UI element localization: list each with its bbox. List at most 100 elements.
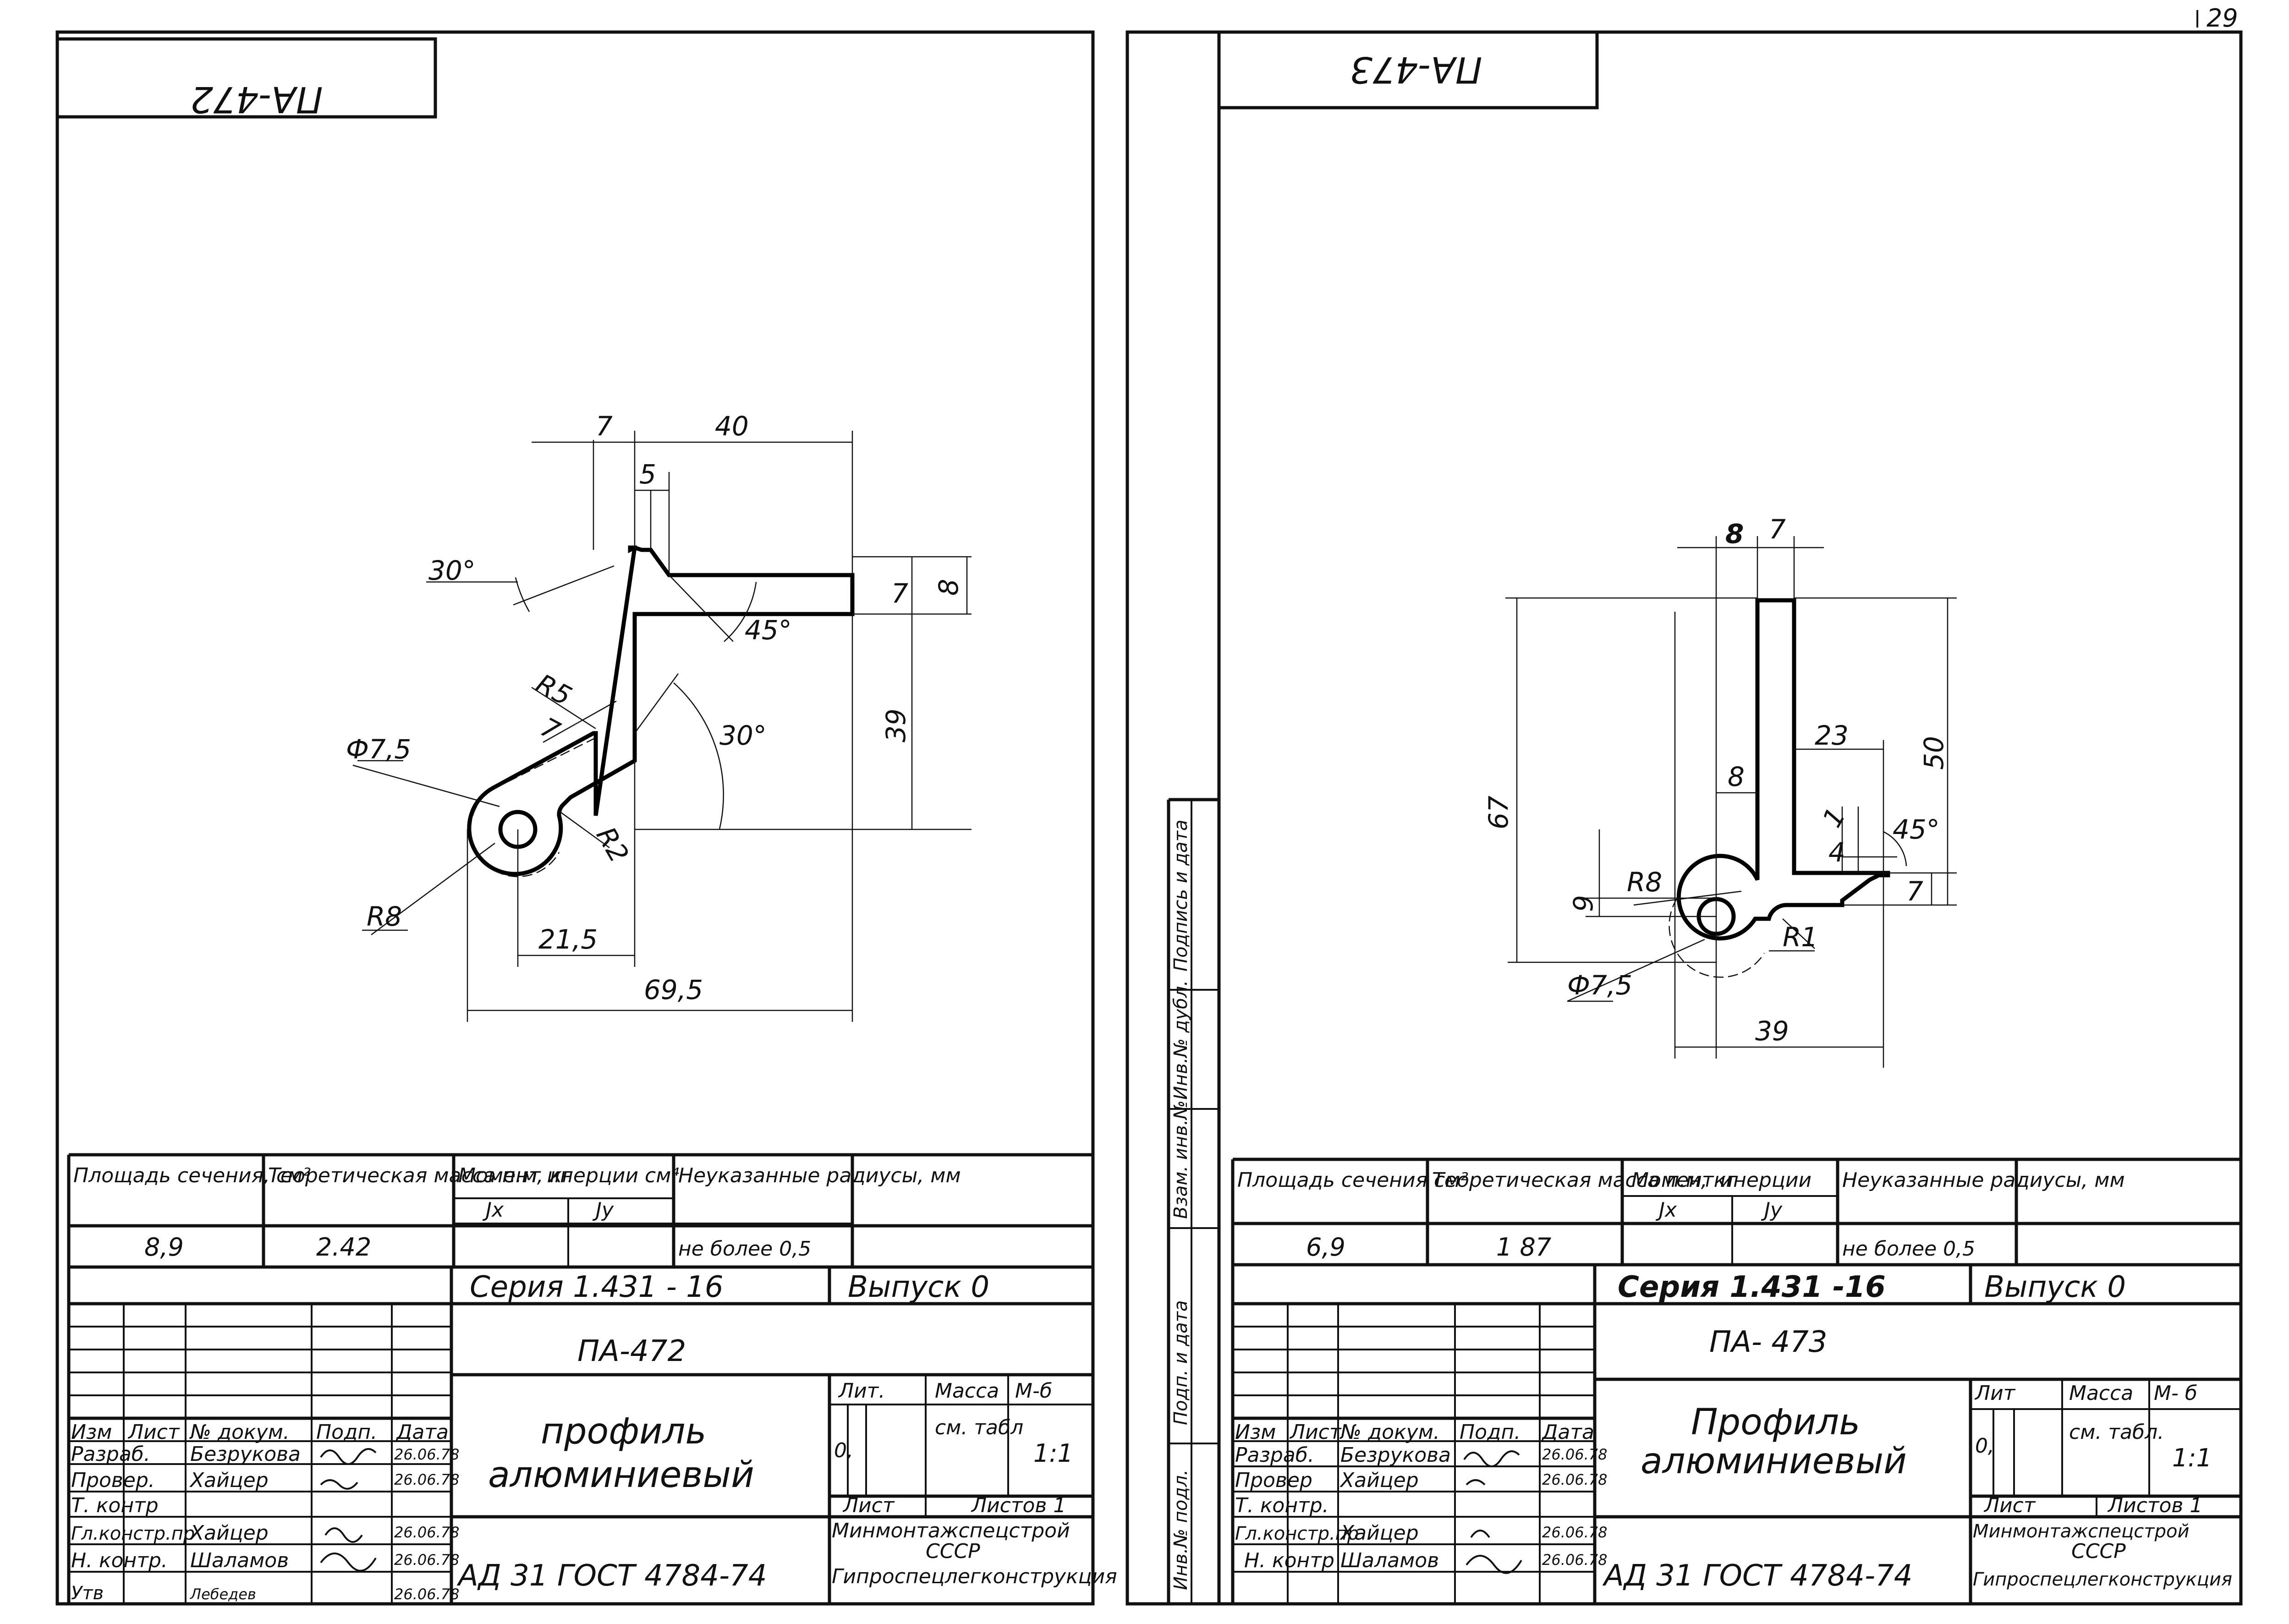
- svg-text:26.06.78: 26.06.78: [1542, 1524, 1608, 1541]
- svg-text:26.06.78: 26.06.78: [1542, 1471, 1608, 1488]
- page-number: 29: [2207, 4, 2238, 33]
- svg-text:Хайцер: Хайцер: [1339, 1469, 1419, 1492]
- svg-text:Хайцер: Хайцер: [189, 1469, 269, 1492]
- svg-text:Площадь сечения см²: Площадь сечения см²: [1237, 1169, 1468, 1192]
- dim-7b: 7: [891, 578, 908, 609]
- right-corner-tag-box: [1217, 30, 1599, 110]
- svg-text:7: 7: [1769, 514, 1786, 545]
- right-frame: [1125, 30, 2243, 1606]
- svg-text:45°: 45°: [1893, 814, 1940, 845]
- issue: Выпуск 0: [848, 1270, 989, 1304]
- svg-text:26.06.78: 26.06.78: [394, 1586, 460, 1603]
- dim-39: 39: [880, 708, 911, 742]
- left-title-text: Серия 1.431 - 16 Выпуск 0 ПА-472 профиль…: [71, 1270, 1117, 1604]
- svg-text:Шаламов: Шаламов: [1340, 1549, 1439, 1572]
- material: АД 31 ГОСТ 4784-74: [456, 1559, 767, 1593]
- left-corner-tag: ПА-472: [190, 78, 323, 120]
- right-dimension-labels: 8 7 67 23 50 8 1 4 45° 7 9 R8 R1 Ф7,5 39: [1483, 514, 1949, 1047]
- svg-text:6,9: 6,9: [1306, 1233, 1345, 1262]
- right-title-block: [1127, 1265, 2241, 1606]
- svg-text:Лит: Лит: [1974, 1382, 2016, 1405]
- dim-21-5: 21,5: [538, 924, 598, 955]
- name-line2: алюминиевый: [488, 1454, 754, 1496]
- left-properties-table: [67, 1153, 1093, 1604]
- svg-text:Масса: Масса: [2069, 1382, 2133, 1405]
- dim-69-5: 69,5: [644, 974, 703, 1005]
- svg-text:67: 67: [1483, 796, 1514, 829]
- svg-text:Ф7,5: Ф7,5: [1567, 970, 1632, 1001]
- svg-text:39: 39: [1755, 1015, 1789, 1047]
- lit-v: 0,: [834, 1439, 853, 1462]
- left-dimension-labels: 7 40 5 30° 7 8 45° 39 R5 7 30° Ф7,5 R2 R…: [346, 411, 964, 1005]
- svg-text:Инв.№ дубл.: Инв.№ дубл.: [1170, 980, 1191, 1100]
- svg-text:Изм: Изм: [71, 1421, 112, 1444]
- svg-text:Гипроспецлегконструкция: Гипроспецлегконструкция: [1973, 1569, 2232, 1590]
- svg-text:№ докум.: № докум.: [189, 1421, 290, 1444]
- svg-text:Серия 1.431 -16: Серия 1.431 -16: [1618, 1270, 1886, 1304]
- dim-5: 5: [639, 459, 656, 490]
- svg-text:№ докум.: № докум.: [1339, 1421, 1440, 1444]
- right-dimensions: [1505, 536, 1957, 1068]
- dim-R8: R8: [367, 901, 402, 932]
- svg-text:26.06.78: 26.06.78: [394, 1471, 460, 1488]
- svg-text:Провер: Провер: [1235, 1469, 1312, 1492]
- name-line1: профиль: [541, 1411, 706, 1452]
- svg-text:50: 50: [1918, 736, 1949, 770]
- jy-label: Jy: [592, 1198, 614, 1222]
- left-frame: [55, 30, 1095, 1606]
- jx-label: Jx: [482, 1198, 504, 1222]
- org2: СССР: [926, 1540, 980, 1563]
- svg-text:см. табл.: см. табл.: [2069, 1421, 2164, 1444]
- svg-text:Хайцер: Хайцер: [1339, 1521, 1419, 1545]
- right-profile-outline: [1676, 598, 1890, 941]
- svg-text:Безрукова: Безрукова: [190, 1443, 301, 1466]
- radii-value: не более 0,5: [678, 1237, 811, 1261]
- svg-text:Т. контр: Т. контр: [71, 1494, 159, 1517]
- svg-text:Лист: Лист: [127, 1421, 180, 1444]
- org1: Минмонтажспецстрой: [832, 1519, 1070, 1542]
- svg-text:Дата: Дата: [395, 1421, 449, 1444]
- svg-text:1:1: 1:1: [2172, 1443, 2212, 1472]
- svg-text:Лист: Лист: [1289, 1421, 1342, 1444]
- svg-text:Разраб.: Разраб.: [1235, 1443, 1314, 1467]
- left-profile-dash-2: [494, 737, 596, 789]
- svg-text:1: 1: [1816, 802, 1851, 833]
- svg-text:Выпуск 0: Выпуск 0: [1984, 1270, 2126, 1304]
- dim-R2: R2: [590, 822, 635, 868]
- right-profile-hole-dash: [1669, 898, 1765, 978]
- svg-text:0,: 0,: [1975, 1434, 1994, 1458]
- svg-text:алюминиевый: алюминиевый: [1641, 1441, 1907, 1482]
- svg-text:Подп.: Подп.: [1460, 1421, 1521, 1444]
- svg-text:Подпись и дата: Подпись и дата: [1170, 820, 1191, 971]
- svg-text:Минмонтажспецстрой: Минмонтажспецстрой: [1973, 1521, 2189, 1542]
- inertia-label: Момент инерции см⁴: [458, 1164, 679, 1187]
- svg-text:не более 0,5: не более 0,5: [1842, 1237, 1975, 1261]
- mass-v: см. табл: [935, 1416, 1023, 1439]
- svg-text:Неуказанные радиусы, мм: Неуказанные радиусы, мм: [1842, 1169, 2125, 1192]
- svg-text:Безрукова: Безрукова: [1340, 1443, 1451, 1467]
- svg-text:R8: R8: [1627, 867, 1662, 898]
- right-side-strip: Подпись и дата Инв.№ дубл. Взам. инв.№ П…: [1167, 798, 1219, 1604]
- left-profile-hole-dash: [470, 806, 560, 878]
- svg-text:1 87: 1 87: [1496, 1233, 1551, 1262]
- svg-text:Лист: Лист: [1983, 1494, 2036, 1517]
- area-value: 8,9: [144, 1233, 184, 1262]
- right-properties-table: [1231, 1158, 2241, 1604]
- mass-label: Теоретическая масса п.м, кг: [268, 1164, 573, 1187]
- mass-value: 2.42: [316, 1233, 371, 1262]
- right-corner-tag: ПА-473: [1350, 49, 1482, 90]
- sheets: Листов 1: [971, 1494, 1066, 1517]
- scale-v: 1:1: [1033, 1439, 1073, 1468]
- svg-text:R1: R1: [1783, 922, 1818, 953]
- svg-text:Jx: Jx: [1655, 1198, 1677, 1222]
- dim-30b: 30°: [719, 720, 767, 751]
- left-properties-text: Площадь сечения, см² Теоретическая масса…: [73, 1164, 961, 1262]
- svg-text:26.06.78: 26.06.78: [1542, 1551, 1608, 1569]
- dim-R5: R5: [531, 668, 576, 712]
- svg-text:Утв: Утв: [71, 1583, 104, 1604]
- right-sheet: ПА-473 Подпись и дата Инв.№ дубл. Взам. …: [1125, 30, 2243, 1606]
- svg-text:Дата: Дата: [1541, 1421, 1594, 1444]
- radii-label: Неуказанные радиусы, мм: [678, 1164, 961, 1187]
- svg-text:Разраб.: Разраб.: [71, 1443, 150, 1466]
